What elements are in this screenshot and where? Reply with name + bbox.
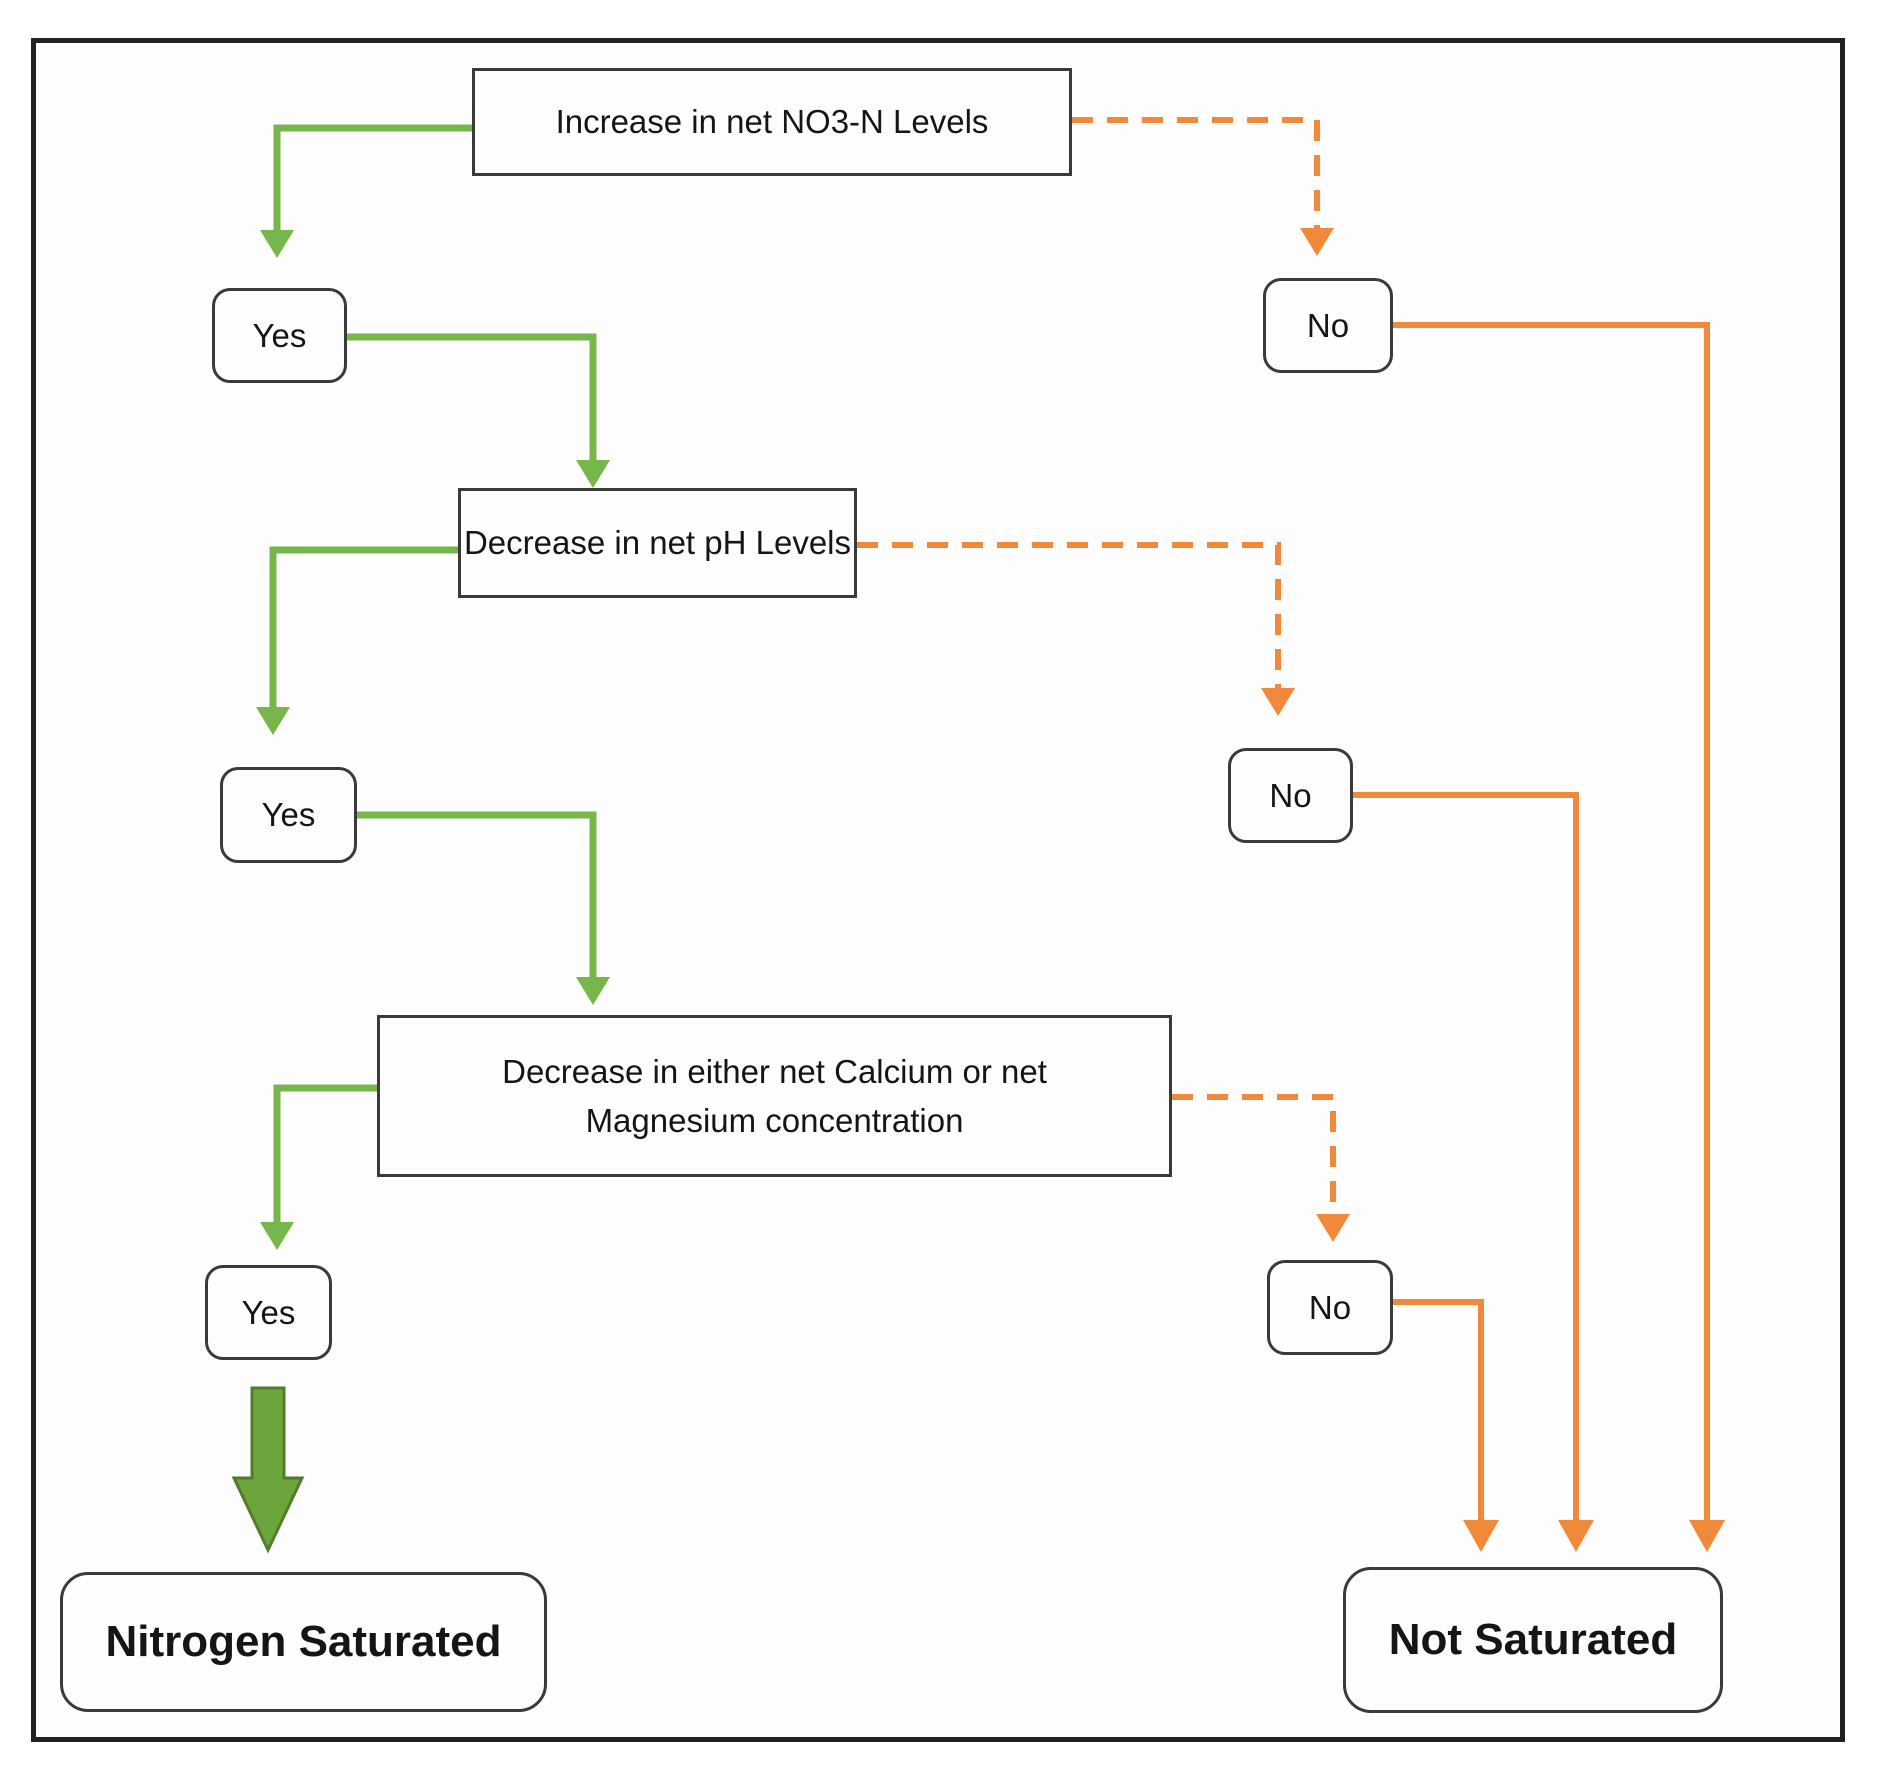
yes-1-label: Yes: [252, 316, 307, 354]
node-no-1: No: [1263, 278, 1393, 373]
node-question-decrease-ph: Decrease in net pH Levels: [458, 488, 857, 598]
question-3-label-line1: Decrease in either net Calcium or net: [502, 1052, 1047, 1090]
not-saturated-label: Not Saturated: [1388, 1615, 1678, 1664]
no-1-label: No: [1306, 306, 1350, 344]
node-yes-2: Yes: [220, 767, 357, 863]
node-question-increase-no3: Increase in net NO3-N Levels: [472, 68, 1072, 176]
question-1-label: Increase in net NO3-N Levels: [555, 103, 989, 141]
question-3-label-line2: Magnesium concentration: [585, 1102, 964, 1139]
node-no-3: No: [1267, 1260, 1393, 1355]
node-yes-3: Yes: [205, 1265, 332, 1360]
no-2-label: No: [1269, 776, 1312, 814]
question-2-label: Decrease in net pH Levels: [463, 524, 852, 562]
node-no-2: No: [1228, 748, 1353, 843]
no-3-label: No: [1308, 1288, 1352, 1326]
node-outcome-not-saturated: Not Saturated: [1343, 1567, 1723, 1713]
node-outcome-nitrogen-saturated: Nitrogen Saturated: [60, 1572, 547, 1712]
nitrogen-saturated-label: Nitrogen Saturated: [105, 1617, 502, 1666]
node-question-decrease-ca-mg: Decrease in either net Calcium or net Ma…: [377, 1015, 1172, 1177]
node-yes-1: Yes: [212, 288, 347, 383]
yes-3-label: Yes: [241, 1293, 296, 1331]
yes-2-label: Yes: [261, 796, 316, 834]
